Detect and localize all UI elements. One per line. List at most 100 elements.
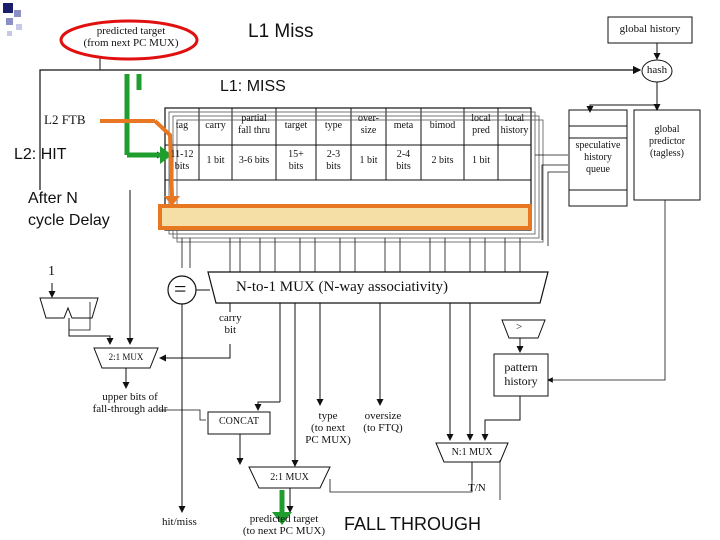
table-header-cell: over-size: [351, 113, 386, 137]
upper-bits-line: upper bits of: [102, 391, 158, 403]
table-header-cell: bimod: [421, 120, 464, 132]
pattern-history-label: pattern history: [494, 360, 548, 388]
global-predictor-line: predictor: [648, 136, 686, 147]
global-history-box: [607, 16, 693, 44]
table-header-text: bimod: [429, 120, 456, 131]
speculative-queue-label: speculative history queue: [569, 140, 627, 176]
predicted-target-bottom-line: (to next PC MUX): [242, 525, 326, 537]
table-header-text: type: [324, 120, 343, 131]
compare-gt-shape: [501, 319, 546, 339]
table-header-text: target: [284, 120, 308, 131]
table-header-text: fall thru: [238, 125, 270, 136]
green-down-arrow: [272, 512, 292, 525]
global-predictor-label: global predictor (tagless): [634, 124, 700, 160]
speculative-queue-line: history: [584, 152, 612, 163]
table-header-text: partial: [241, 113, 267, 124]
oversize-label-line: (to FTQ): [363, 422, 403, 434]
nway-mux-shape: [207, 271, 549, 304]
speculative-queue-line: speculative: [575, 140, 621, 151]
table-bits-cell: 1 bit: [199, 155, 232, 167]
table-header-text: history: [500, 125, 529, 136]
nway-mux-label: N-to-1 MUX (N-way associativity): [236, 279, 449, 295]
type-label: type (to next PC MUX): [300, 410, 356, 446]
mux-21-a-label: 2:1 MUX: [108, 352, 144, 362]
table-bits-text: bits: [174, 161, 190, 172]
mux-n1-label: N:1 MUX: [451, 447, 493, 458]
global-history-label: global history: [619, 23, 681, 35]
one-label: 1: [48, 264, 55, 279]
bullet-icon: [2, 2, 36, 38]
table-bits-cell: 1 bit: [351, 155, 386, 167]
table-bits-text: 2-3: [326, 149, 341, 160]
table-bits-text: bits: [326, 161, 341, 172]
hash-label: hash: [646, 64, 668, 76]
table-bits-text: bits: [288, 161, 304, 172]
table-bits-text: bits: [396, 161, 411, 172]
table-header-text: meta: [393, 120, 414, 131]
speculative-queue-line: queue: [586, 164, 610, 175]
type-label-line: PC MUX): [305, 434, 351, 446]
oversize-label: oversize (to FTQ): [356, 410, 410, 434]
global-predictor-line: global: [654, 124, 680, 135]
l2-ftb-label: L2 FTB: [44, 112, 86, 127]
table-bits-cell: 2 bits: [421, 155, 464, 167]
speculative-queue-box: [568, 109, 628, 207]
green-arrows: [124, 74, 160, 158]
table-bits-text: 1 bit: [359, 155, 378, 166]
pattern-history-line: history: [504, 374, 538, 388]
table-header-text: local: [471, 113, 491, 124]
predicted-target-top-line2: (from next PC MUX): [83, 37, 179, 49]
concat-label: CONCAT: [218, 416, 259, 427]
greater-than-label: >: [516, 321, 523, 333]
delay-label-line1: After N: [28, 190, 78, 207]
carry-bit-line: carry: [219, 312, 242, 324]
table-bits-text: 11-12: [170, 149, 194, 160]
table-bits-text: 15+: [288, 149, 304, 160]
table-header-cell: meta: [386, 120, 421, 132]
table-bits-text: 2-4: [396, 149, 411, 160]
global-predictor-box: [633, 109, 701, 201]
table-bits-text: 1 bit: [471, 155, 491, 166]
table-header-text: carry: [205, 120, 226, 131]
tn-label: T/N: [468, 482, 486, 494]
hit-miss-label: hit/miss: [162, 516, 197, 528]
table-header-text: size: [360, 125, 377, 136]
table-bits-cell: 1 bit: [464, 155, 498, 167]
predicted-target-bottom: predicted target (to next PC MUX): [232, 513, 336, 537]
table-bits-text: 3-6 bits: [238, 155, 270, 166]
predicted-target-top: predicted target (from next PC MUX): [72, 25, 190, 49]
l2-label: L2: HIT: [14, 146, 67, 163]
table-header-text: pred: [472, 125, 490, 136]
table-bits-cell: 3-6 bits: [232, 155, 276, 167]
table-header-cell: tag: [165, 120, 199, 132]
table-header-text: local: [504, 113, 525, 124]
table-bits-text: 1 bit: [206, 155, 225, 166]
type-label-line: type: [318, 410, 338, 422]
orange-arrows: [100, 119, 174, 198]
adder-shape: [39, 297, 99, 319]
table-header-cell: type: [316, 120, 351, 132]
slide-title: L1 Miss: [248, 21, 314, 42]
table-header-text: over-: [358, 113, 379, 124]
type-label-line: (to next: [311, 422, 345, 434]
mux-21-b-shape: [248, 466, 331, 489]
upper-bits-line: fall-through addr: [92, 403, 168, 415]
predicted-target-highlight: [59, 19, 199, 61]
fall-through-label: FALL THROUGH: [344, 514, 482, 534]
table-header-text: tag: [175, 120, 189, 131]
concat-box: [207, 411, 271, 435]
delay-label: After N cycle Delay: [28, 188, 110, 232]
pattern-history-box: [493, 353, 549, 397]
global-predictor-line: (tagless): [650, 148, 684, 159]
table-bits-cell: 15+bits: [276, 149, 316, 173]
upper-bits-label: upper bits of fall-through addr: [80, 391, 180, 415]
l1-label: L1: MISS: [218, 78, 288, 96]
highlighted-ftb-row: [158, 204, 532, 230]
predicted-target-top-line1: predicted target: [96, 25, 166, 37]
table-header-cell: target: [276, 120, 316, 132]
